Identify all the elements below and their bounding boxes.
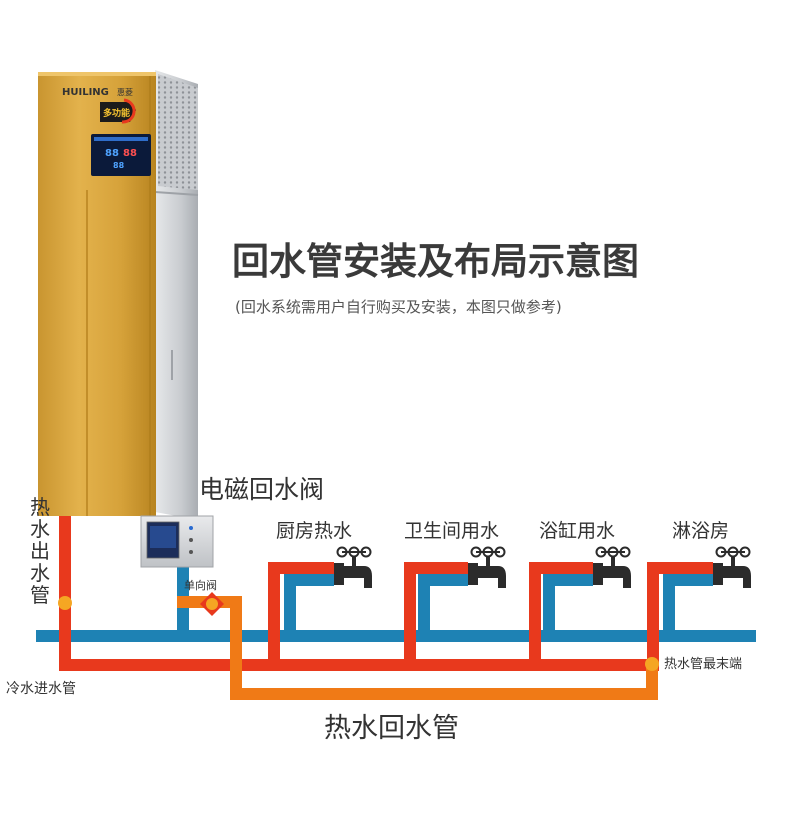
faucet: [713, 546, 751, 588]
display-digits-2: 88: [123, 148, 137, 159]
return-pipe-bottom: [230, 688, 658, 700]
return-pipe-label: 热水回水管: [324, 713, 459, 744]
hot-branches: [268, 562, 713, 668]
heater-badge-text: 多功能: [103, 107, 130, 119]
heater-brand-cn: 惠菱: [117, 87, 133, 97]
hot-outlet-pipe-label: 热水出水管: [30, 495, 50, 607]
heater-badge: 多功能: [100, 98, 136, 124]
outlet-labels: 厨房热水 卫生间用水 浴缸用水 淋浴房: [276, 520, 729, 542]
hot-outlet-joint: [58, 596, 72, 610]
check-valve: [191, 592, 241, 616]
diagram-subtitle: (回水系统需用户自行购买及安装，本图只做参考): [235, 298, 562, 316]
outlet-label: 厨房热水: [276, 520, 352, 542]
faucet: [468, 546, 506, 588]
solenoid-valve-label: 电磁回水阀: [199, 475, 324, 504]
pipe-network: [36, 484, 756, 700]
hot-end-joint: [645, 657, 659, 671]
outlet-label: 淋浴房: [672, 520, 729, 542]
display-digits-1: 88: [105, 148, 119, 159]
water-heater: HUILING 惠菱 多功能 88 88 88: [38, 70, 199, 520]
check-valve-label: 单向阀: [184, 578, 217, 592]
outlet-label: 浴缸用水: [539, 520, 615, 542]
cold-branches: [284, 574, 713, 638]
hot-outlet-riser: [59, 490, 71, 670]
outlet-label: 卫生间用水: [404, 520, 499, 542]
faucets: [334, 546, 751, 588]
faucet: [334, 546, 372, 588]
hot-end-label: 热水管最末端: [664, 657, 742, 672]
solenoid-valve-controller: [140, 515, 214, 568]
faucet: [593, 546, 631, 588]
diagram-title: 回水管安装及布局示意图: [232, 240, 639, 283]
heater-grille: [158, 74, 198, 190]
return-pipe-left-riser: [230, 596, 242, 700]
display-digits-3: 88: [113, 161, 125, 170]
heater-control-panel: 88 88 88: [91, 134, 151, 176]
cold-inlet-pipe-label: 冷水进水管: [6, 681, 76, 697]
hot-water-main-pipe: [59, 659, 659, 671]
cold-water-main-pipe: [36, 630, 756, 642]
return-pipe-right-riser: [646, 664, 658, 700]
heater-brand: HUILING: [62, 87, 109, 98]
